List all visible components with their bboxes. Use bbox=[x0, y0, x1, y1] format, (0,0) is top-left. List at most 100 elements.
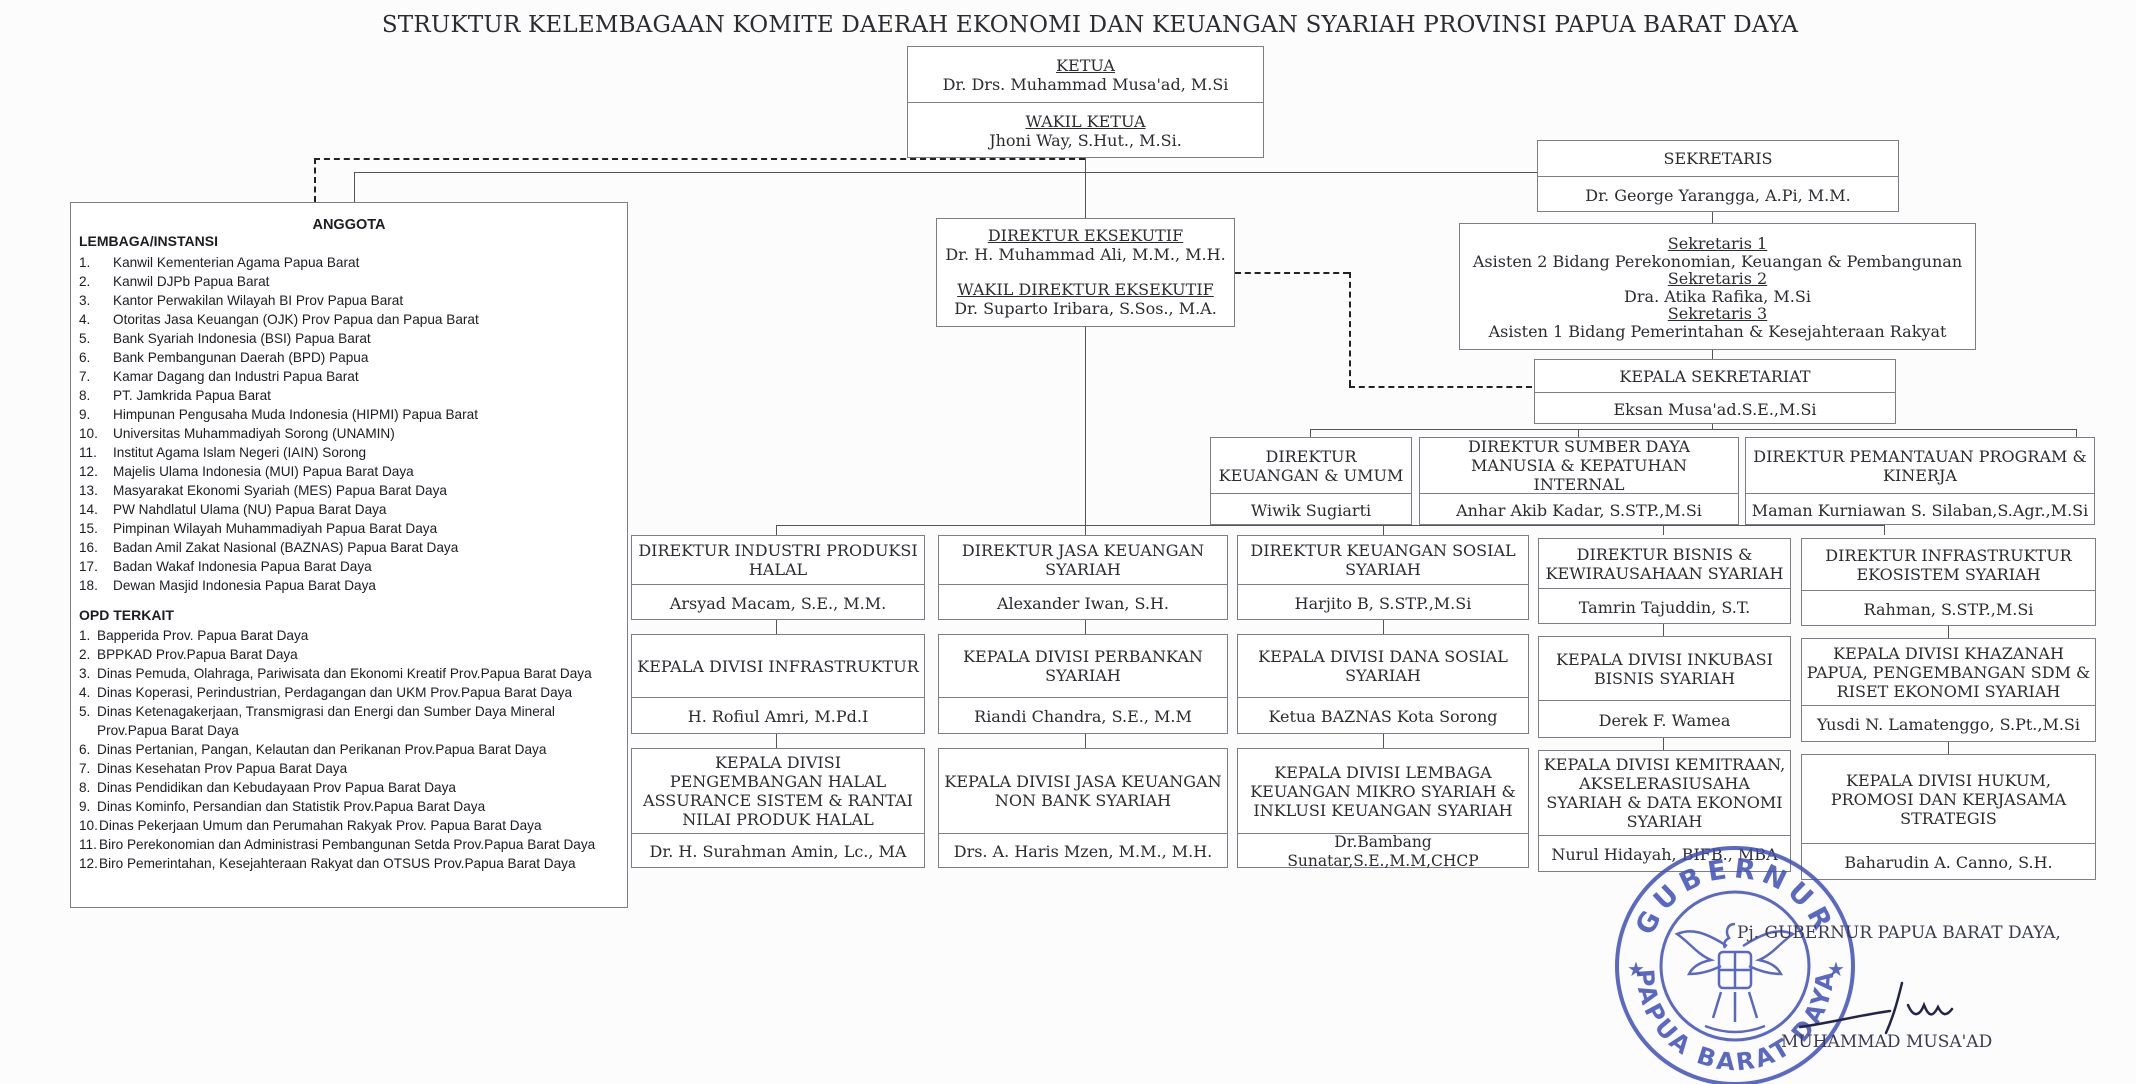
divisi-khazanah-papua-title: KEPALA DIVISI KHAZANAH PAPUA, PENGEMBANG… bbox=[1806, 643, 2091, 701]
opd-text: Biro Perekonomian dan Administrasi Pemba… bbox=[99, 837, 596, 852]
lembaga-item: 11.Institut Agama Islam Negeri (IAIN) So… bbox=[79, 443, 623, 462]
opd-item: 3.Dinas Pemuda, Olahraga, Pariwisata dan… bbox=[79, 664, 623, 683]
divisi-hukum-promosi-box: KEPALA DIVISI HUKUM, PROMOSI DAN KERJASA… bbox=[1801, 754, 2096, 880]
opd-number: 12. bbox=[79, 856, 98, 871]
divisi-inkubasi-bisnis-name: Derek F. Wamea bbox=[1598, 710, 1731, 730]
lembaga-item: 3.Kantor Perwakilan Wilayah BI Prov Papu… bbox=[79, 291, 623, 310]
divisi-lembaga-mikro-name: Dr.Bambang Sunatar,S.E.,M.M,CHCP bbox=[1287, 832, 1479, 870]
lembaga-item: 7.Kamar Dagang dan Industri Papua Barat bbox=[79, 367, 623, 386]
direktur-bisnis-kewirausahaan-title: DIREKTUR BISNIS & KEWIRAUSAHAAN SYARIAH bbox=[1545, 544, 1784, 583]
anggota-heading: ANGGOTA bbox=[312, 217, 386, 233]
sekretaris-label: SEKRETARIS bbox=[1663, 149, 1773, 168]
opd-text: Dinas Kesehatan Prov Papua Barat Daya bbox=[97, 761, 348, 776]
lembaga-item: 15. Pimpinan Wilayah Muhammadiyah Papua B… bbox=[79, 519, 623, 538]
lembaga-number: 15. bbox=[79, 521, 98, 536]
direktur-jasa-keuangan-name: Alexander Iwan, S.H. bbox=[997, 593, 1169, 613]
divisi-dana-sosial-title: KEPALA DIVISI DANA SOSIAL SYARIAH bbox=[1258, 647, 1508, 685]
opd-text: Dinas Pemuda, Olahraga, Pariwisata dan E… bbox=[97, 666, 592, 681]
opd-text: BPPKAD Prov.Papua Barat Daya bbox=[97, 647, 298, 662]
lembaga-text: Kanwil Kementerian Agama Papua Barat bbox=[113, 255, 360, 270]
lembaga-text: Dewan Masjid Indonesia Papua Barat Daya bbox=[113, 578, 376, 593]
sekretaris-box: SEKRETARIS Dr. George Yarangga, A.Pi, M.… bbox=[1537, 140, 1899, 212]
opd-item: 5.Dinas Ketenagakerjaan, Transmigrasi da… bbox=[79, 702, 623, 740]
kepala-sekretariat-box: KEPALA SEKRETARIAT Eksan Musa'ad.S.E.,M.… bbox=[1534, 359, 1896, 424]
lembaga-number: 12. bbox=[79, 464, 98, 479]
divisi-halal-assurance-box: KEPALA DIVISI PENGEMBANGAN HALAL ASSURAN… bbox=[631, 748, 925, 868]
opd-item: 10.Dinas Pekerjaan Umum dan Perumahan Ra… bbox=[79, 816, 623, 835]
opd-item: 7. Dinas Kesehatan Prov Papua Barat Daya bbox=[79, 759, 623, 778]
lembaga-item: 4.Otoritas Jasa Keuangan (OJK) Prov Papu… bbox=[79, 310, 623, 329]
lembaga-number: 14. bbox=[79, 502, 98, 517]
opd-item: 12.Biro Pemerintahan, Kesejahteraan Raky… bbox=[79, 854, 623, 873]
direktur-jasa-keuangan-title: DIREKTUR JASA KEUANGAN SYARIAH bbox=[961, 541, 1205, 579]
divisi-non-bank-title: KEPALA DIVISI JASA KEUANGAN NON BANK SYA… bbox=[944, 772, 1222, 810]
lembaga-item: 1.Kanwil Kementerian Agama Papua Barat bbox=[79, 253, 623, 272]
direktur-sdm-kepatuhan-title: DIREKTUR SUMBER DAYA MANUSIA & KEPATUHAN… bbox=[1467, 437, 1691, 494]
opd-item: 8.Dinas Pendidikan dan Kebudayaan Prov P… bbox=[79, 778, 623, 797]
lembaga-text: Masyarakat Ekonomi Syariah (MES) Papua B… bbox=[113, 483, 447, 498]
svg-text:★: ★ bbox=[1827, 957, 1845, 981]
lembaga-number: 2. bbox=[79, 274, 91, 289]
opd-heading: OPD TERKAIT bbox=[79, 607, 174, 623]
opd-text: Dinas Pekerjaan Umum dan Perumahan Rakya… bbox=[99, 818, 542, 833]
opd-item: 6.Dinas Pertanian, Pangan, Kelautan dan … bbox=[79, 740, 623, 759]
lembaga-text: PT. Jamkrida Papua Barat bbox=[113, 388, 271, 403]
lembaga-text: Otoritas Jasa Keuangan (OJK) Prov Papua … bbox=[113, 312, 479, 327]
opd-number: 5. bbox=[79, 704, 91, 719]
opd-number: 2. bbox=[79, 647, 91, 662]
divisi-kemitraan-title: KEPALA DIVISI KEMITRAAN, AKSELERASIUSAHA… bbox=[1543, 755, 1786, 831]
divisi-dana-sosial-box: KEPALA DIVISI DANA SOSIAL SYARIAH Ketua … bbox=[1237, 634, 1529, 734]
divisi-perbankan-title: KEPALA DIVISI PERBANKAN SYARIAH bbox=[963, 647, 1203, 685]
divisi-dana-sosial-name: Ketua BAZNAS Kota Sorong bbox=[1268, 707, 1498, 726]
wakil-ketua-label: WAKIL KETUA bbox=[1025, 112, 1146, 131]
opd-number: 7. bbox=[79, 761, 91, 776]
lembaga-number: 7. bbox=[79, 369, 91, 384]
opd-number: 1. bbox=[79, 628, 91, 643]
lembaga-item: 18.Dewan Masjid Indonesia Papua Barat Da… bbox=[79, 576, 623, 595]
lembaga-text: Himpunan Pengusaha Muda Indonesia (HIPMI… bbox=[113, 407, 478, 422]
opd-item: 4. Dinas Koperasi, Perindustrian, Perdaga… bbox=[79, 683, 623, 702]
lembaga-number: 16. bbox=[79, 540, 98, 555]
opd-text: Dinas Koperasi, Perindustrian, Perdagang… bbox=[97, 685, 573, 700]
lembaga-number: 8. bbox=[79, 388, 91, 403]
direktur-sdm-kepatuhan-box: DIREKTUR SUMBER DAYA MANUSIA & KEPATUHAN… bbox=[1419, 437, 1739, 525]
divisi-inkubasi-bisnis-title: KEPALA DIVISI INKUBASI BISNIS SYARIAH bbox=[1556, 649, 1773, 688]
lembaga-item: 5.Bank Syariah Indonesia (BSI) Papua Bar… bbox=[79, 329, 623, 348]
direktur-eksekutif-label: DIREKTUR EKSEKUTIF bbox=[987, 226, 1184, 245]
lembaga-number: 3. bbox=[79, 293, 91, 308]
divisi-lembaga-mikro-title: KEPALA DIVISI LEMBAGA KEUANGAN MIKRO SYA… bbox=[1250, 762, 1516, 820]
direktur-bisnis-kewirausahaan-box: DIREKTUR BISNIS & KEWIRAUSAHAAN SYARIAH … bbox=[1538, 538, 1791, 624]
sekretaris-name: Dr. George Yarangga, A.Pi, M.M. bbox=[1585, 185, 1851, 205]
lembaga-number: 17. bbox=[79, 559, 98, 574]
lembaga-item: 2.Kanwil DJPb Papua Barat bbox=[79, 272, 623, 291]
divisi-infrastruktur-box: KEPALA DIVISI INFRASTRUKTUR H. Rofiul Am… bbox=[631, 634, 925, 734]
direktur-bisnis-kewirausahaan-name: Tamrin Tajuddin, S.T. bbox=[1578, 597, 1751, 617]
signature-position: Pj. GUBERNUR PAPUA BARAT DAYA, bbox=[1737, 923, 2061, 943]
opd-number: 6. bbox=[79, 742, 91, 757]
kepala-sekretariat-label: KEPALA SEKRETARIAT bbox=[1619, 366, 1811, 386]
direktur-infrastruktur-ekosistem-title: DIREKTUR INFRASTRUKTUR EKOSISTEM SYARIAH bbox=[1825, 545, 2072, 584]
lembaga-text: PW Nahdlatul Ulama (NU) Papua Barat Daya bbox=[113, 502, 387, 517]
divisi-inkubasi-bisnis-box: KEPALA DIVISI INKUBASI BISNIS SYARIAH De… bbox=[1538, 636, 1791, 738]
opd-number: 9. bbox=[79, 799, 91, 814]
handwritten-signature bbox=[1798, 981, 1954, 1035]
direktur-eksekutif-name: Dr. H. Muhammad Ali, M.M., M.H. bbox=[945, 245, 1226, 264]
sekretaris-3-label: Sekretaris 3 bbox=[1667, 304, 1768, 323]
sekretaris-2-label: Sekretaris 2 bbox=[1667, 269, 1768, 288]
divisi-khazanah-papua-name: Yusdi N. Lamatenggo, S.Pt.,M.Si bbox=[1816, 715, 2081, 734]
lembaga-text: Pimpinan Wilayah Muhammadiyah Papua Bara… bbox=[113, 521, 438, 536]
wakil-direktur-eksekutif-name: Dr. Suparto Iribara, S.Sos., M.A. bbox=[954, 299, 1217, 318]
lembaga-text: Badan Amil Zakat Nasional (BAZNAS) Papua… bbox=[113, 540, 459, 555]
ketua-name: Dr. Drs. Muhammad Musa'ad, M.Si bbox=[942, 74, 1229, 94]
lembaga-number: 11. bbox=[79, 445, 97, 460]
lembaga-item: 14. PW Nahdlatul Ulama (NU) Papua Barat D… bbox=[79, 500, 623, 519]
direktur-industri-halal-title: DIREKTUR INDUSTRI PRODUKSI HALAL bbox=[638, 541, 918, 579]
sekretaris-1-label: Sekretaris 1 bbox=[1667, 234, 1768, 253]
sekretaris-3-text: Asisten 1 Bidang Pemerintahan & Kesejaht… bbox=[1488, 321, 1947, 341]
garuda-emblem-icon bbox=[1674, 922, 1796, 1034]
opd-number: 4. bbox=[79, 685, 91, 700]
lembaga-number: 6. bbox=[79, 350, 91, 365]
direktur-keuangan-sosial-box: DIREKTUR KEUANGAN SOSIAL SYARIAH Harjito… bbox=[1237, 535, 1529, 620]
opd-text: Dinas Kominfo, Persandian dan Statistik … bbox=[97, 799, 486, 814]
direktur-pemantauan-program-box: DIREKTUR PEMANTAUAN PROGRAM & KINERJA Ma… bbox=[1745, 437, 2095, 525]
